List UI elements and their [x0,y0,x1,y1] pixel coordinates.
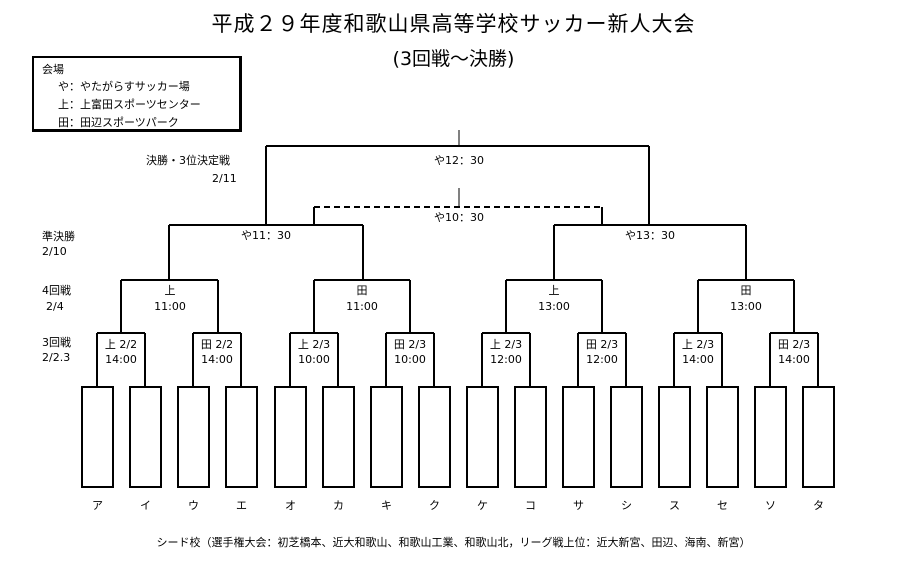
match-r3-time: 10:00 [298,353,330,366]
match-semi: や13：30 [625,229,675,242]
round-date-semi: 2/10 [42,245,67,258]
match-r3-venue: 田 2/3 [777,338,811,351]
match-r3-time: 10:00 [394,353,426,366]
team-name: サ [573,499,584,512]
round-date-r4: 2/4 [46,300,64,313]
match-r3-venue: 上 2/3 [489,338,523,351]
team-name: ア [92,499,103,512]
round-label-r3: 3回戦 [42,336,71,349]
team-slot [466,386,499,488]
round-label-final: 決勝・3位決定戦 [146,154,230,167]
match-r4-venue: 上 [548,284,560,297]
team-name: ス [669,499,680,512]
match-r3-venue: 上 2/3 [297,338,331,351]
team-slot [370,386,403,488]
team-name: タ [813,499,824,512]
match-r4-venue: 田 [356,284,368,297]
team-name: ク [429,499,440,512]
round-label-semi: 準決勝 [42,230,75,243]
match-r3-venue: 田 2/3 [393,338,427,351]
team-slot [658,386,691,488]
venue-item: 田：田辺スポーツパーク [58,116,179,129]
team-slot [610,386,643,488]
team-slot [802,386,835,488]
match-r3-time: 14:00 [105,353,137,366]
match-r4-venue: 田 [740,284,752,297]
team-name: ケ [477,499,488,512]
match-r3-time: 14:00 [682,353,714,366]
match-r3-venue: 上 2/2 [104,338,138,351]
venue-item: 上：上富田スポーツセンター [58,98,201,111]
team-name: オ [285,499,296,512]
team-slot [514,386,547,488]
team-name: ウ [188,499,199,512]
match-r3-time: 14:00 [201,353,233,366]
team-name: コ [525,499,536,512]
team-slot [754,386,787,488]
team-name: セ [717,499,728,512]
round-date-r3: 2/2.3 [42,351,71,364]
match-r4-time: 13:00 [730,300,762,313]
venue-item: や：やたがらすサッカー場 [58,80,190,93]
team-name: カ [333,499,344,512]
match-r4-time: 11:00 [154,300,186,313]
team-slot [322,386,355,488]
match-semi: や11：30 [241,229,291,242]
team-name: ソ [765,499,776,512]
match-r3-venue: 田 2/3 [585,338,619,351]
match-final: や12：30 [434,154,484,167]
match-r3-venue: 上 2/3 [681,338,715,351]
match-r4-venue: 上 [164,284,176,297]
round-date-final: 2/11 [212,172,237,185]
team-name: キ [381,499,392,512]
venue-legend-heading: 会場 [42,63,64,76]
team-slot [129,386,162,488]
team-slot [177,386,210,488]
team-name: シ [621,499,632,512]
match-r3-time: 14:00 [778,353,810,366]
team-slot [706,386,739,488]
team-slot [418,386,451,488]
team-name: エ [236,499,247,512]
match-third-place: や10：30 [434,211,484,224]
team-slot [225,386,258,488]
round-label-r4: 4回戦 [42,284,71,297]
page-title: 平成２９年度和歌山県高等学校サッカー新人大会 [211,12,696,36]
team-slot [562,386,595,488]
seed-footnote: シード校（選手権大会：初芝橋本、近大和歌山、和歌山工業、和歌山北，リーグ戦上位：… [156,536,751,549]
team-slot [81,386,114,488]
match-r3-venue: 田 2/2 [200,338,234,351]
team-name: イ [140,499,151,512]
team-slot [274,386,307,488]
match-r4-time: 13:00 [538,300,570,313]
match-r4-time: 11:00 [346,300,378,313]
match-r3-time: 12:00 [490,353,522,366]
page-subtitle: (3回戦～決勝) [392,48,515,70]
match-r3-time: 12:00 [586,353,618,366]
venue-legend: 会場 や：やたがらすサッカー場 上：上富田スポーツセンター 田：田辺スポーツパー… [32,56,242,132]
